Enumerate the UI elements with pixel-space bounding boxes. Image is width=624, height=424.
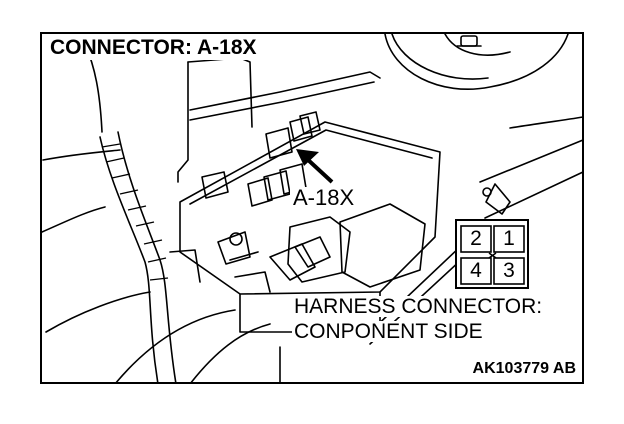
harness-label-line1: HARNESS CONNECTOR: bbox=[292, 295, 545, 318]
pin-2: 2 bbox=[470, 227, 482, 250]
connector-title: CONNECTOR: A-18X bbox=[48, 36, 260, 60]
pin-4: 4 bbox=[470, 259, 482, 282]
pin-3: 3 bbox=[503, 259, 515, 282]
figure-code: AK103779 AB bbox=[470, 360, 578, 378]
diagram-frame: CONNECTOR: A-18X A-18X HARNESS CONNECTOR… bbox=[40, 32, 584, 384]
pin-1: 1 bbox=[503, 227, 515, 250]
connector-callout-label: A-18X bbox=[290, 187, 358, 209]
harness-label-line2: CONPONENT SIDE bbox=[292, 320, 485, 343]
